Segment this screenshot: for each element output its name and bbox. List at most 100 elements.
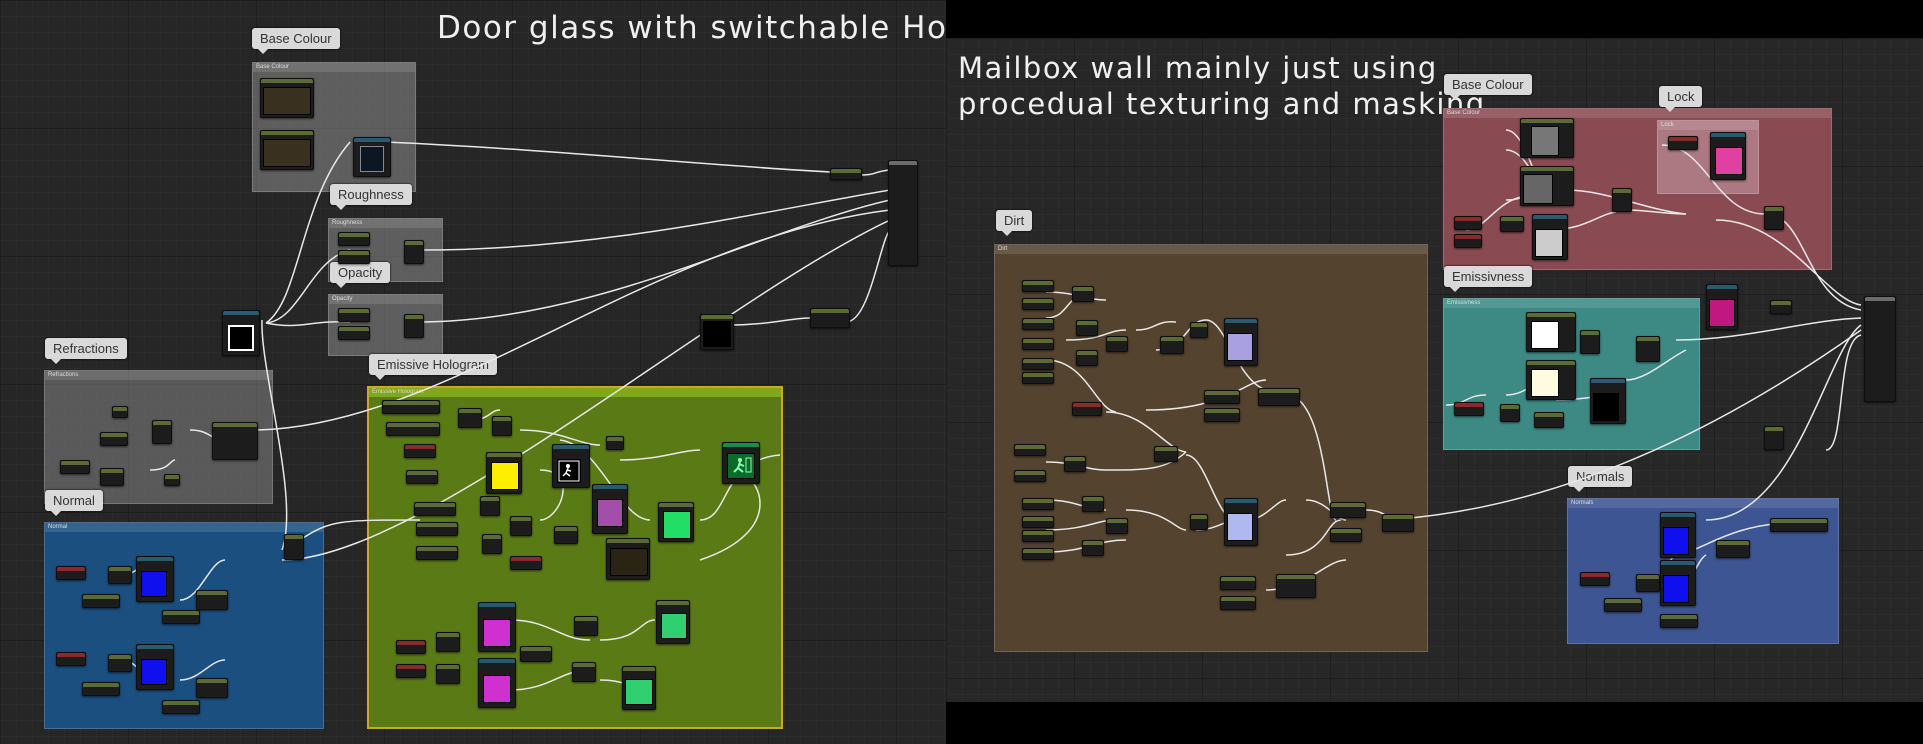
param-node[interactable] <box>1454 216 1482 230</box>
multiply-node[interactable] <box>574 616 598 636</box>
bubble-normal[interactable]: Normal <box>45 490 103 516</box>
multiply-node[interactable] <box>554 526 578 544</box>
param-node[interactable] <box>56 566 86 580</box>
param-node[interactable] <box>1330 528 1362 542</box>
multiply-node[interactable] <box>1076 350 1098 366</box>
lerp-node[interactable] <box>404 240 424 264</box>
constant-node[interactable] <box>1770 300 1792 314</box>
comment-normals[interactable]: Normals <box>1567 498 1839 644</box>
texture-sample-node[interactable] <box>486 452 522 494</box>
texture-sample-node[interactable] <box>136 644 174 690</box>
texture-sample-node[interactable] <box>1526 312 1576 352</box>
bubble-opacity[interactable]: Opacity <box>330 262 391 288</box>
texture-sample-node[interactable] <box>260 78 314 118</box>
texture-sample-node[interactable] <box>658 502 694 542</box>
texture-sample-node[interactable] <box>1532 214 1568 260</box>
param-node[interactable] <box>396 664 426 678</box>
blend-node[interactable] <box>1382 514 1414 532</box>
constant-node[interactable] <box>82 682 120 696</box>
texture-sample-node[interactable] <box>606 538 650 580</box>
blend-node[interactable] <box>1330 502 1366 518</box>
material-output-node[interactable] <box>1864 296 1896 402</box>
scalar-node[interactable] <box>338 232 370 246</box>
param-node[interactable] <box>1014 444 1046 456</box>
lerp-node[interactable] <box>284 534 304 560</box>
param-node[interactable] <box>416 522 458 536</box>
param-node[interactable] <box>1022 358 1054 370</box>
param-node[interactable] <box>1204 408 1240 422</box>
fresnel-node[interactable] <box>212 422 258 460</box>
param-node[interactable] <box>404 444 436 458</box>
param-node[interactable] <box>1072 402 1102 416</box>
multiply-node[interactable] <box>1500 216 1524 232</box>
constant-node[interactable] <box>112 406 128 418</box>
switch-parameter-node[interactable] <box>222 310 260 356</box>
multiply-node[interactable] <box>480 496 500 516</box>
constant-node[interactable] <box>1604 598 1642 612</box>
comment-normal[interactable]: Normal <box>44 522 324 729</box>
blend-node[interactable] <box>196 678 228 698</box>
multiply-node[interactable] <box>108 566 132 584</box>
param-node[interactable] <box>386 422 440 436</box>
bubble-dirt[interactable]: Dirt <box>996 210 1033 236</box>
texture-sample-node[interactable] <box>1520 166 1574 206</box>
texture-sample-node[interactable] <box>1660 512 1696 558</box>
material-output-node[interactable] <box>888 160 918 266</box>
blend-node[interactable] <box>1276 574 1316 598</box>
texture-sample-node[interactable] <box>1224 318 1258 366</box>
param-node[interactable] <box>414 502 456 516</box>
multiply-node[interactable] <box>458 408 482 428</box>
constant-node[interactable] <box>162 610 200 624</box>
multiply-node[interactable] <box>1636 574 1660 592</box>
param-node[interactable] <box>1580 572 1610 586</box>
param-node[interactable] <box>406 470 438 484</box>
constant-node[interactable] <box>162 700 200 714</box>
multiply-node[interactable] <box>1190 514 1208 530</box>
param-node[interactable] <box>1022 318 1054 330</box>
param-node[interactable] <box>1022 516 1054 528</box>
texture-sample-node[interactable] <box>1520 118 1574 158</box>
texture-sample-node[interactable] <box>1526 360 1576 400</box>
texture-sample-node[interactable] <box>1590 378 1626 424</box>
param-node[interactable] <box>520 646 552 662</box>
param-node[interactable] <box>1022 338 1054 350</box>
multiply-node[interactable] <box>1636 336 1660 362</box>
texture-sample-node[interactable] <box>552 444 590 488</box>
texture-sample-node[interactable] <box>478 658 516 708</box>
param-node[interactable] <box>1022 498 1054 510</box>
param-node[interactable] <box>1022 372 1054 384</box>
constant-node[interactable] <box>1660 614 1698 628</box>
param-node[interactable] <box>396 640 426 654</box>
lerp-node[interactable] <box>1764 206 1784 230</box>
param-node[interactable] <box>1022 548 1054 560</box>
param-node[interactable] <box>416 546 458 560</box>
blend-node[interactable] <box>196 590 228 610</box>
bubble-base-colour[interactable]: Base Colour <box>252 28 340 54</box>
param-node[interactable] <box>1014 470 1046 482</box>
multiply-node[interactable] <box>1082 496 1104 512</box>
blend-node[interactable] <box>1770 518 1828 532</box>
lerp-node[interactable] <box>152 420 172 444</box>
multiply-node[interactable] <box>810 308 850 328</box>
multiply-node[interactable] <box>1076 320 1098 336</box>
multiply-node[interactable] <box>1190 322 1208 338</box>
multiply-node[interactable] <box>1064 456 1086 472</box>
right-graph-canvas[interactable]: Mailbox wall mainly just using procedual… <box>946 0 1923 744</box>
constant-node[interactable] <box>606 436 624 450</box>
comment-mailbox-base-colour[interactable]: Base Colour <box>1443 108 1832 270</box>
param-node[interactable] <box>1220 596 1256 610</box>
bubble-base-colour[interactable]: Base Colour <box>1444 74 1532 100</box>
param-node[interactable] <box>1668 136 1698 150</box>
multiply-node[interactable] <box>436 632 460 652</box>
add-node[interactable] <box>510 516 532 536</box>
add-node[interactable] <box>1160 336 1184 354</box>
constant-node[interactable] <box>830 168 862 180</box>
multiply-node[interactable] <box>482 534 502 554</box>
scalar-node[interactable] <box>338 250 370 264</box>
texture-sample-node[interactable] <box>1710 132 1746 180</box>
bubble-roughness[interactable]: Roughness <box>330 184 412 210</box>
texture-sample-node[interactable] <box>1660 560 1696 606</box>
constant-node[interactable] <box>100 432 128 446</box>
constant-node[interactable] <box>82 594 120 608</box>
param-node[interactable] <box>1454 234 1482 248</box>
